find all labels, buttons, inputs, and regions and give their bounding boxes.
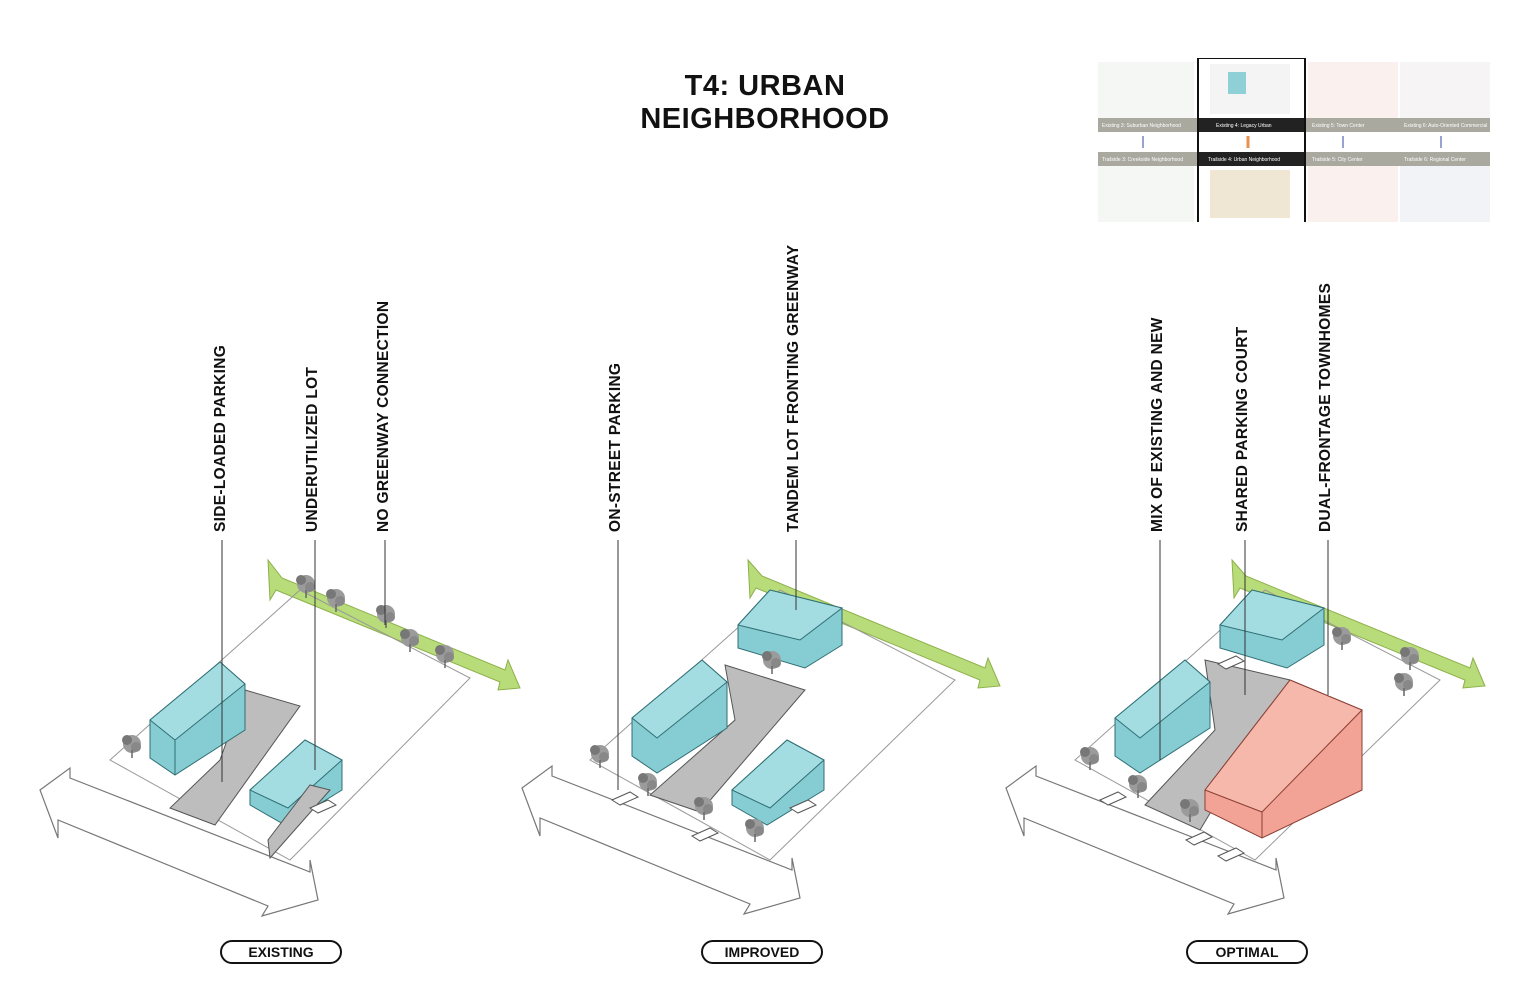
callout-label: ON-STREET PARKING [607,363,625,532]
callout-label: TANDEM LOT FRONTING GREENWAY [785,245,803,532]
callout-label: NO GREENWAY CONNECTION [375,301,393,532]
improved-scene [522,540,1000,914]
callout-label: DUAL-FRONTAGE TOWNHOMES [1317,283,1335,532]
optimal-scene [1006,540,1485,914]
callout-label: MIX OF EXISTING AND NEW [1149,317,1167,532]
panel-label-optimal: OPTIMAL [1186,940,1308,964]
panel-label-existing: EXISTING [220,940,342,964]
existing-scene [40,540,520,916]
callout-label: UNDERUTILIZED LOT [304,367,322,532]
panel-label-improved: IMPROVED [701,940,823,964]
callout-label: SHARED PARKING COURT [1234,327,1252,533]
tandem-house [738,590,842,668]
callout-label: SIDE-LOADED PARKING [212,345,230,532]
